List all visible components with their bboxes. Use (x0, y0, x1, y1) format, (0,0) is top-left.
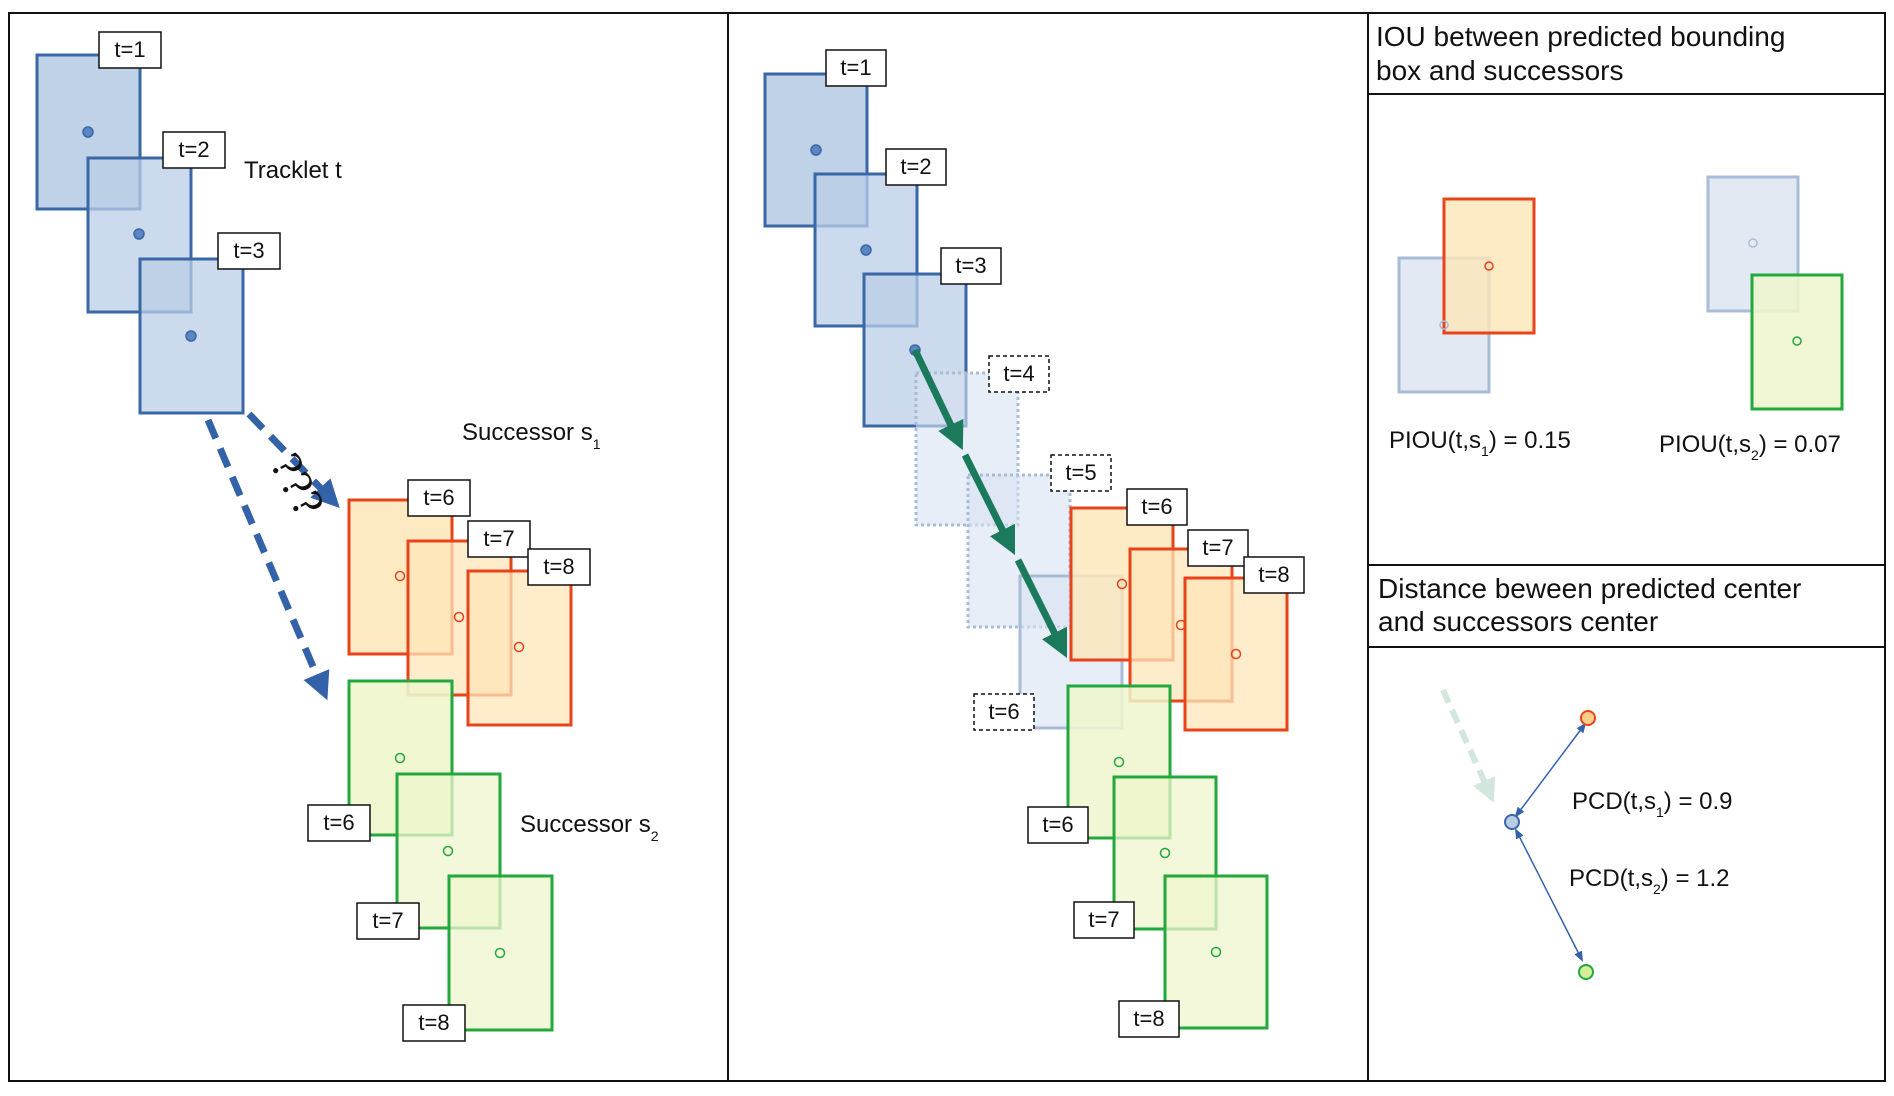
frame-label-t1: t=1 (98, 31, 162, 69)
svg-text:t=8: t=8 (1133, 1006, 1164, 1031)
association-arrow-s1 (246, 411, 340, 509)
svg-text:t=6: t=6 (1141, 494, 1172, 519)
frame-label-t6: t=6 (1126, 488, 1188, 526)
svg-text:t=8: t=8 (543, 554, 574, 579)
tracklet-name: Tracklet t (244, 157, 342, 184)
frame-label-t3: t=3 (940, 247, 1002, 285)
frame-label-t6: t=6 (407, 479, 471, 517)
successor-s2-labels: t=6 t=7 t=8 (307, 804, 466, 1042)
iou-header: IOU between predicted bounding box and s… (1376, 21, 1793, 86)
frame-label-t4: t=4 (988, 355, 1050, 393)
pcd-s1-value: PCD(t,s1) = 0.9 (1572, 788, 1733, 820)
middle-panel: t=1 t=2 t=3 t=4 t=5 t=6 t=6 t=7 t=8 (763, 49, 1305, 1038)
frame-label-t7: t=7 (356, 902, 420, 940)
frame-label-t7: t=7 (467, 520, 531, 558)
frame-label-t1: t=1 (825, 49, 887, 87)
tracklet-t-boxes (763, 72, 968, 428)
piou-example-s2 (1706, 175, 1844, 411)
svg-text:t=8: t=8 (1258, 562, 1289, 587)
left-panel: t=1 t=2 t=3 Tracklet t ??? Successor s1 … (35, 31, 659, 1042)
successor-s1-boxes (347, 498, 573, 727)
frame-label-t7: t=7 (1187, 529, 1249, 567)
successor-s1-title: Successor s1 (462, 419, 601, 452)
svg-text:t=4: t=4 (1003, 361, 1034, 386)
svg-text:t=3: t=3 (233, 238, 264, 263)
successor-s2-boxes (347, 679, 554, 1032)
svg-text:t=7: t=7 (1202, 535, 1233, 560)
svg-text:t=6: t=6 (1042, 812, 1073, 837)
distance-arrow-s2 (1515, 828, 1583, 962)
tracklet-t-boxes (35, 53, 245, 415)
frame-label-t2: t=2 (162, 131, 226, 169)
frame-label-t5: t=5 (1050, 454, 1112, 492)
svg-text:t=8: t=8 (418, 1010, 449, 1035)
frame-label-t6: t=6 (307, 804, 371, 842)
successor-s1-labels: t=6 t=7 t=8 (407, 479, 591, 586)
svg-text:t=2: t=2 (900, 154, 931, 179)
frame-label-t3: t=3 (217, 232, 281, 270)
svg-text:t=6: t=6 (988, 699, 1019, 724)
tracklet-frame-labels: t=1 t=2 t=3 (825, 49, 1002, 285)
distance-header: Distance beween predicted center and suc… (1378, 573, 1809, 637)
svg-text:t=1: t=1 (114, 37, 145, 62)
frame-label-t6: t=6 (1027, 806, 1089, 844)
panel-frames (8, 12, 1886, 1082)
svg-text:t=5: t=5 (1065, 460, 1096, 485)
successor-s1-center-dot (1580, 710, 1596, 726)
successor-s2-boxes (1066, 684, 1269, 1030)
svg-text:t=3: t=3 (955, 253, 986, 278)
svg-text:t=1: t=1 (840, 55, 871, 80)
predicted-frame-labels: t=4 t=5 t=6 (973, 355, 1112, 731)
question-marks: ??? (260, 446, 331, 524)
frame-label-t8: t=8 (1118, 1000, 1180, 1038)
svg-text:t=2: t=2 (178, 137, 209, 162)
predicted-motion-arrow (1440, 688, 1496, 803)
predicted-center-dot (1504, 814, 1520, 830)
frame-label-t8: t=8 (527, 548, 591, 586)
frame-label-t2: t=2 (885, 148, 947, 186)
piou-example-s1 (1397, 197, 1536, 394)
piou-s2-value: PIOU(t,s2) = 0.07 (1659, 431, 1841, 463)
successor-s2-title: Successor s2 (520, 811, 659, 844)
center-distance-diagram (1440, 688, 1596, 980)
frame-label-t8: t=8 (402, 1004, 466, 1042)
right-panel: IOU between predicted bounding box and s… (1376, 21, 1844, 980)
svg-text:t=6: t=6 (323, 810, 354, 835)
distance-arrow-s1 (1514, 722, 1587, 818)
successor-s2-center-dot (1578, 964, 1594, 980)
tracklet-frame-labels: t=1 t=2 t=3 (98, 31, 281, 270)
pcd-s2-value: PCD(t,s2) = 1.2 (1569, 865, 1730, 897)
piou-s1-value: PIOU(t,s1) = 0.15 (1389, 427, 1571, 459)
successor-s1-labels: t=6 t=7 t=8 (1126, 488, 1305, 594)
successor-s1-boxes (1069, 506, 1289, 732)
association-arrow-s2 (204, 418, 330, 701)
svg-text:t=7: t=7 (483, 526, 514, 551)
frame-label-t7: t=7 (1073, 901, 1135, 939)
frame-label-t8: t=8 (1243, 556, 1305, 594)
successor-s2-labels: t=6 t=7 t=8 (1027, 806, 1180, 1038)
svg-text:t=7: t=7 (1088, 907, 1119, 932)
svg-text:t=7: t=7 (372, 908, 403, 933)
svg-text:t=6: t=6 (423, 485, 454, 510)
motion-prediction-arrows (911, 348, 1068, 659)
frame-label-t6: t=6 (973, 693, 1035, 731)
